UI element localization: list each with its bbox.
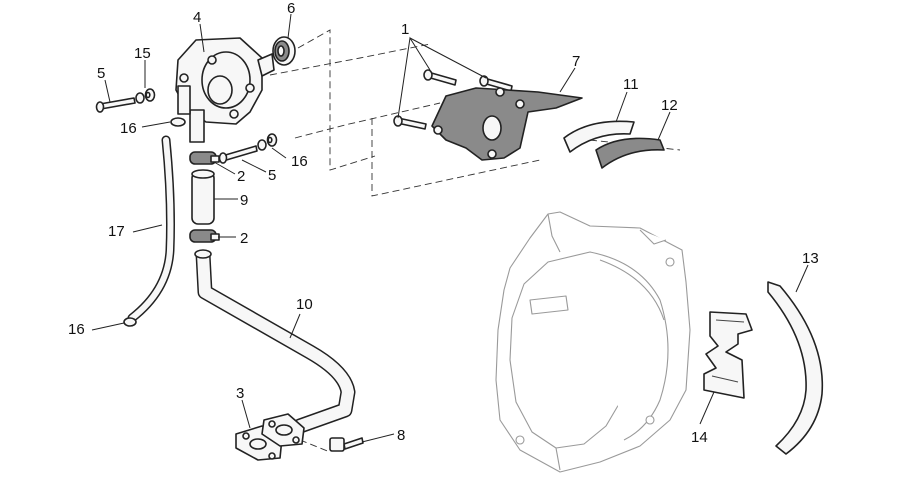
callout-8: 8 bbox=[397, 427, 405, 444]
callout-3: 3 bbox=[236, 385, 244, 402]
callout-2-upper: 2 bbox=[237, 168, 245, 185]
oil-seal bbox=[272, 36, 296, 66]
callout-15-lower: 16 bbox=[291, 153, 308, 170]
flange-gasket bbox=[235, 413, 305, 461]
callout-9: 11 bbox=[623, 76, 639, 93]
callout-16-top: 16 bbox=[120, 120, 137, 137]
water-pipe bbox=[194, 249, 356, 438]
flange-screw bbox=[329, 437, 364, 452]
clamp-lower bbox=[189, 229, 220, 243]
callout-1: 1 bbox=[401, 21, 409, 38]
arc-liner-dark bbox=[595, 137, 665, 169]
callout-4: 4 bbox=[193, 9, 201, 26]
callout-16-bottom: 16 bbox=[68, 321, 85, 338]
pump-fasteners-right bbox=[218, 133, 278, 164]
support-bracket bbox=[431, 87, 583, 161]
callout-12: 12 bbox=[661, 97, 678, 114]
callout-labels: 4 6 15 5 16 2 5 16 9 2 17 16 10 3 8 1 7 … bbox=[68, 0, 819, 446]
curved-seal-strip bbox=[767, 281, 824, 455]
callout-13: 13 bbox=[802, 250, 819, 267]
callout-7: 7 bbox=[572, 53, 580, 70]
callout-5-lower: 5 bbox=[268, 167, 276, 184]
callout-14: 14 bbox=[691, 429, 708, 446]
damper-pad bbox=[703, 311, 753, 399]
callout-10: 9 bbox=[240, 192, 248, 209]
callout-2-lower: 2 bbox=[240, 230, 248, 247]
pump-fasteners-left bbox=[95, 88, 186, 127]
callout-15-top: 15 bbox=[134, 45, 151, 62]
callout-5-top: 5 bbox=[97, 65, 105, 82]
bracket-bolts bbox=[393, 69, 513, 130]
callout-6: 6 bbox=[287, 0, 295, 17]
callout-11: 10 bbox=[296, 296, 313, 313]
breather-hose bbox=[123, 135, 175, 327]
water-pump bbox=[175, 37, 275, 143]
short-hose bbox=[191, 169, 215, 225]
clamp-upper bbox=[189, 151, 220, 165]
leader-lines bbox=[91, 13, 809, 443]
assembly-guide-lines bbox=[269, 29, 681, 453]
engine-cover-housing bbox=[495, 211, 691, 473]
callout-17: 17 bbox=[108, 223, 125, 240]
arc-liner-light bbox=[563, 120, 635, 153]
